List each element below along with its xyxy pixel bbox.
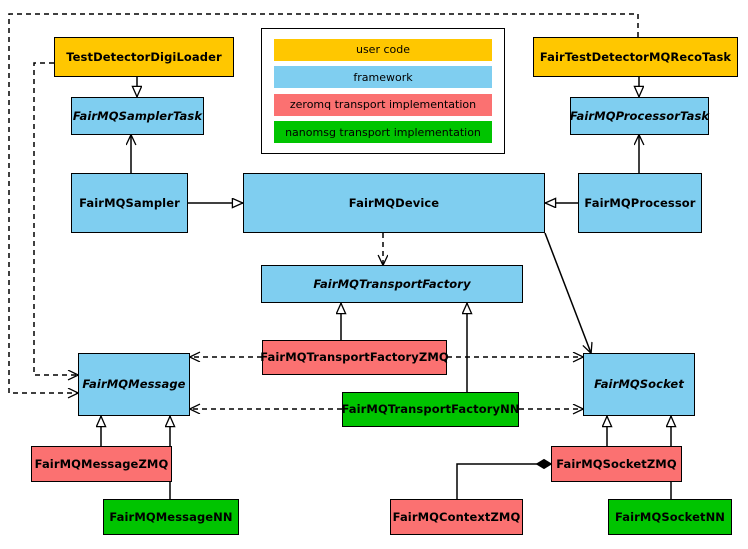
edge-socket-zmq-composes-context-zmq — [456, 464, 551, 499]
class-node-label: FairMQSocket — [594, 377, 684, 392]
class-node-label: FairTestDetectorMQRecoTask — [539, 49, 732, 64]
class-node-fair-mq-message-zmq[interactable]: FairMQMessageZMQ — [31, 446, 172, 482]
class-node-label: FairMQSamplerTask — [72, 108, 203, 123]
class-node-label: FairMQMessageZMQ — [34, 456, 169, 471]
class-node-fair-mq-transport-factory-nn[interactable]: FairMQTransportFactoryNN — [341, 392, 520, 427]
class-node-label: TestDetectorDigiLoader — [66, 49, 222, 64]
legend-item-user_code: user code — [274, 38, 492, 61]
class-node-fair-mq-sampler[interactable]: FairMQSampler — [71, 173, 188, 233]
class-node-fair-mq-context-zmq[interactable]: FairMQContextZMQ — [390, 499, 523, 535]
class-node-label: FairMQProcessorTask — [569, 108, 710, 123]
legend-item-nanomsg: nanomsg transport implementation — [274, 121, 492, 144]
legend-panel: user code framework zeromq transport imple… — [261, 28, 505, 154]
edge-device-uses-socket — [544, 232, 591, 353]
class-node-label: FairMQTransportFactoryNN — [341, 402, 520, 417]
class-node-label: FairMQMessageNN — [109, 509, 233, 524]
class-node-fair-mq-processor-task[interactable]: FairMQProcessorTask — [570, 97, 709, 135]
class-node-label: FairMQSocketNN — [614, 509, 726, 524]
class-node-test-detector-digi-loader[interactable]: TestDetectorDigiLoader — [54, 37, 234, 77]
class-node-label: FairMQTransportFactory — [313, 276, 471, 291]
class-node-label: FairMQProcessor — [584, 195, 696, 210]
class-node-label: FairMQTransportFactoryZMQ — [260, 350, 449, 365]
legend-item-zeromq: zeromq transport implementation — [274, 93, 492, 116]
class-node-label: FairMQSocketZMQ — [556, 456, 677, 471]
class-node-label: FairMQMessage — [82, 377, 186, 392]
class-node-fair-mq-transport-factory[interactable]: FairMQTransportFactory — [261, 265, 523, 303]
class-node-label: FairMQSampler — [79, 195, 180, 210]
class-node-label: FairMQContextZMQ — [392, 509, 521, 524]
class-node-label: FairMQDevice — [348, 195, 440, 210]
class-node-fair-mq-socket[interactable]: FairMQSocket — [583, 353, 695, 416]
class-node-fair-mq-message[interactable]: FairMQMessage — [78, 353, 190, 416]
legend-item-framework: framework — [274, 66, 492, 89]
class-node-fair-mq-sampler-task[interactable]: FairMQSamplerTask — [71, 97, 204, 135]
class-node-fair-mq-processor[interactable]: FairMQProcessor — [578, 173, 702, 233]
class-node-fair-mq-socket-zmq[interactable]: FairMQSocketZMQ — [551, 446, 682, 482]
class-node-fair-mq-transport-factory-zmq[interactable]: FairMQTransportFactoryZMQ — [260, 340, 449, 375]
class-node-fair-test-detector-mq-reco-task[interactable]: FairTestDetectorMQRecoTask — [533, 37, 738, 77]
class-node-fair-mq-message-nn[interactable]: FairMQMessageNN — [103, 499, 239, 535]
class-node-fair-mq-socket-nn[interactable]: FairMQSocketNN — [608, 499, 732, 535]
class-node-fair-mq-device[interactable]: FairMQDevice — [243, 173, 545, 233]
